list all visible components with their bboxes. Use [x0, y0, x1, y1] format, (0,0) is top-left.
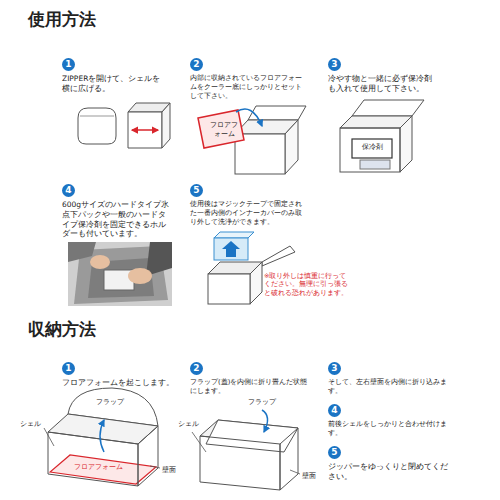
part-label: フロアフォーム: [209, 121, 239, 139]
part-label: シェル: [20, 420, 41, 429]
step-text: フロアフォームを起こします。: [62, 378, 174, 388]
part-label: フロアフォーム: [74, 463, 123, 472]
step-number: 2: [190, 58, 203, 71]
step-text: 内部に収納されているフロアフォームをクーラー底にしっかりとセットして下さい。: [190, 74, 308, 100]
step-text: 前後シェルをしっかりと合わせ付けます。: [328, 420, 448, 438]
storage-step2-illustration-part: [290, 470, 300, 474]
step-box: 3 冷やす物と一緒に必ず保冷剤も入れて使用して下さい。: [328, 52, 433, 94]
step-text: 冷やす物と一緒に必ず保冷剤も入れて使用して下さい。: [328, 74, 433, 94]
floor-form-illustration: [198, 106, 306, 174]
step-text: 600gサイズのハードタイプ氷点下パックや一般のハードタイプ保冷剤を固定できるホ…: [62, 200, 170, 239]
inner-cover-illustration-part: [214, 232, 254, 238]
inner-cover-illustration-part: [214, 238, 248, 260]
step-box: 5 ジッパーをゆっくりと閉めてください。: [328, 440, 448, 482]
inner-cover-illustration-part: [208, 274, 250, 304]
ice-pack-illustration-part: [352, 139, 392, 158]
step-number: 3: [328, 58, 341, 71]
storage-step2-illustration-part: [280, 428, 298, 490]
step-number: 3: [328, 362, 341, 375]
ice-pack-illustration: [340, 100, 424, 172]
step-text: そして、左右壁面を内側に折り込みます。: [328, 378, 448, 396]
step-box: 2 内部に収納されているフロアフォームをクーラー底にしっかりとセットして下さい。: [190, 52, 308, 100]
storage-step2-illustration-part: [200, 436, 280, 490]
storage-step1-illustration-part: [138, 426, 158, 486]
storage-step2-illustration-part: [206, 420, 298, 452]
ice-pack-illustration-part: [400, 116, 412, 172]
section-heading: 収納方法: [28, 318, 96, 340]
inner-cover-illustration-part: [222, 241, 240, 257]
ice-pack-illustration-part: [360, 160, 390, 169]
holder-photo: [68, 242, 172, 306]
storage-step2-illustration-part: [192, 432, 206, 452]
step-text: 使用後はマジックテープで固定された一番内側のインナーカバーのみ取り外して洗浄がで…: [190, 200, 308, 226]
ice-pack-illustration-part: [352, 100, 424, 116]
step-text: ZIPPERを開けて、シェルを横に広げる。: [62, 74, 167, 94]
holder-photo-part: [146, 242, 172, 276]
storage-step2-illustration-part: [262, 410, 268, 432]
storage-step1-illustration-part: [44, 428, 54, 446]
holder-photo-part: [68, 242, 172, 306]
step-number: 1: [62, 58, 75, 71]
caution-note: ※取り外しは慎重に行ってください。無理に引っ張ると破れる恐れがあります。: [264, 272, 348, 297]
part-label: 壁面: [162, 466, 176, 475]
shell-open-illustration-part: [80, 116, 114, 117]
step-box: 4 前後シェルをしっかりと合わせ付けます。: [328, 398, 448, 438]
step-number: 5: [190, 184, 203, 197]
step-number: 1: [62, 362, 75, 375]
shell-open-illustration-part: [132, 129, 158, 131]
step-box: 4 600gサイズのハードタイプ氷点下パックや一般のハードタイプ保冷剤を固定できる…: [62, 178, 170, 239]
inner-cover-illustration-part: [250, 262, 262, 304]
ice-pack-illustration-part: [340, 128, 400, 172]
step-number: 4: [62, 184, 75, 197]
storage-step1-illustration: [44, 388, 160, 486]
storage-step1-illustration-part: [150, 466, 160, 468]
holder-photo-part: [90, 255, 110, 269]
step-number: 5: [328, 446, 341, 459]
floor-form-illustration-part: [285, 120, 298, 174]
part-label: シェル: [178, 420, 199, 429]
part-label: フラップ: [96, 398, 124, 407]
storage-step1-illustration-part: [50, 455, 156, 484]
shell-open-illustration-part: [128, 112, 162, 148]
step-box: 1 フロアフォームを起こします。: [62, 356, 174, 388]
shell-open-illustration-part: [78, 108, 116, 144]
step-box: 5 使用後はマジックテープで固定された一番内側のインナーカバーのみ取り外して洗浄が…: [190, 178, 308, 226]
shell-open-illustration: [78, 103, 170, 148]
storage-step1-illustration-part: [48, 432, 138, 486]
part-label: 保冷剤: [352, 143, 392, 152]
inner-cover-illustration-part: [262, 246, 295, 266]
holder-photo-part: [128, 268, 152, 284]
step-text: ジッパーをゆっくりと閉めてください。: [328, 462, 448, 482]
step-box: 1ZIPPERを開けて、シェルを横に広げる。: [62, 52, 167, 94]
storage-step2-illustration: [192, 410, 300, 490]
storage-step1-illustration-part: [100, 420, 104, 452]
step-number: 4: [328, 404, 341, 417]
step-box: 3 そして、左右壁面を内側に折り込みます。: [328, 356, 448, 396]
step-text: フラップ(蓋)を内側に折り畳んだ状態にします。: [190, 378, 308, 396]
floor-form-illustration-part: [248, 106, 306, 120]
step-box: 2 フラップ(蓋)を内側に折り畳んだ状態にします。: [190, 356, 308, 396]
part-label: フラップ: [248, 398, 276, 407]
floor-form-illustration-part: [198, 110, 244, 148]
section-heading: 使用方法: [28, 8, 96, 30]
shell-open-illustration-part: [162, 103, 170, 148]
step-number: 2: [190, 362, 203, 375]
floor-form-illustration-part: [236, 109, 262, 126]
part-label: 壁面: [302, 472, 316, 481]
